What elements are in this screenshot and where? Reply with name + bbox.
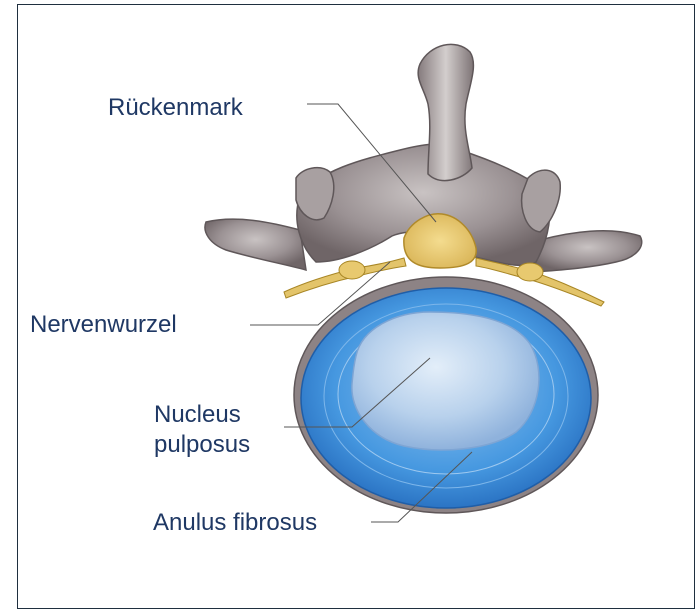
right-articular-process	[522, 170, 561, 232]
right-nerve-ganglion	[517, 263, 543, 281]
nucleus-pulposus-label: Nucleus pulposus	[154, 400, 250, 460]
nucleus-label-line2: pulposus	[154, 430, 250, 460]
nucleus-pulposus-shape	[352, 312, 539, 450]
right-transverse-process	[534, 231, 642, 272]
nerve-root-label: Nervenwurzel	[30, 310, 177, 340]
left-articular-process	[296, 168, 334, 220]
left-transverse-process	[205, 219, 306, 270]
anulus-fibrosus-label: Anulus fibrosus	[153, 508, 317, 538]
nucleus-label-line1: Nucleus	[154, 400, 250, 430]
left-nerve-ganglion	[339, 261, 365, 279]
spinal-cord-label: Rückenmark	[108, 93, 243, 123]
